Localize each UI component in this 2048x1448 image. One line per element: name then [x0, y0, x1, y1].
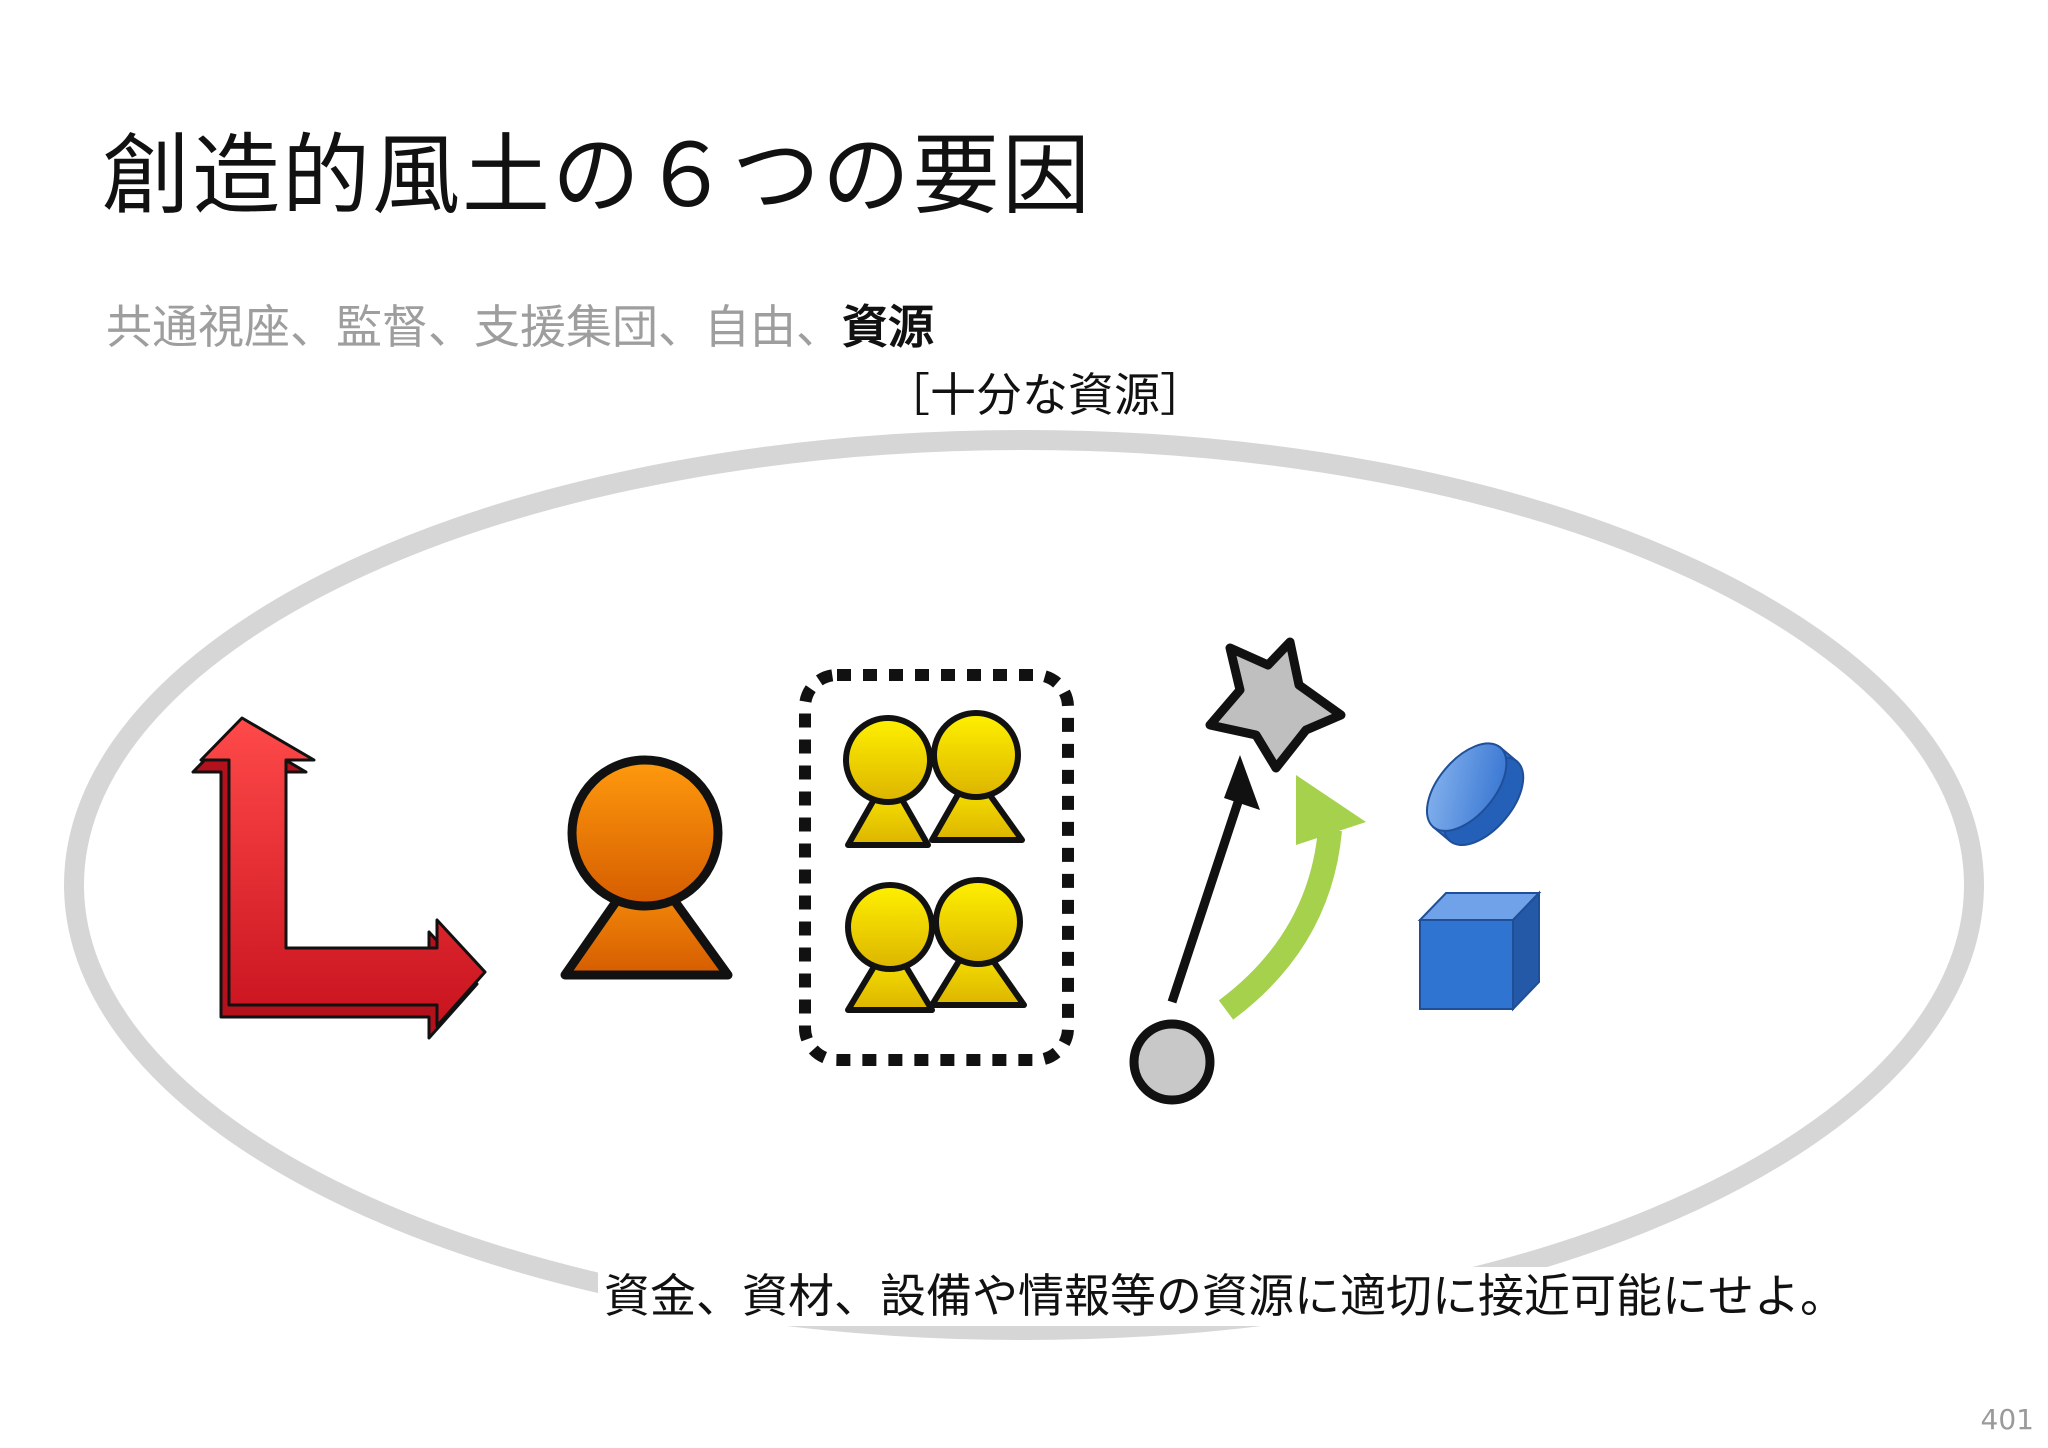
section-subtitle: ［十分な資源］ [884, 368, 1206, 422]
goal-star-path-icon [1129, 637, 1366, 1105]
page-number: 401 [1980, 1403, 2034, 1436]
resources-cylinder-cube-icon [1417, 742, 1542, 1012]
axes-arrow-icon [191, 716, 487, 1040]
team-group-icon [799, 669, 1074, 1066]
enclosing-ellipse [64, 430, 1984, 1340]
factor-supervision: 監督、 [336, 300, 474, 354]
factor-support-group: 支援集団、 [474, 300, 704, 354]
factor-freedom: 自由、 [704, 300, 842, 354]
factor-resources: 資源 [842, 300, 934, 354]
page-title: 創造的風土の６つの要因 [102, 124, 1093, 227]
person-icon [560, 755, 733, 980]
caption-text: 資金、資材、設備や情報等の資源に適切に接近可能にせよ。 [598, 1267, 1852, 1327]
factors-list: 共通視座、監督、支援集団、自由、資源 [106, 300, 934, 355]
factor-common-vision: 共通視座、 [106, 300, 336, 354]
